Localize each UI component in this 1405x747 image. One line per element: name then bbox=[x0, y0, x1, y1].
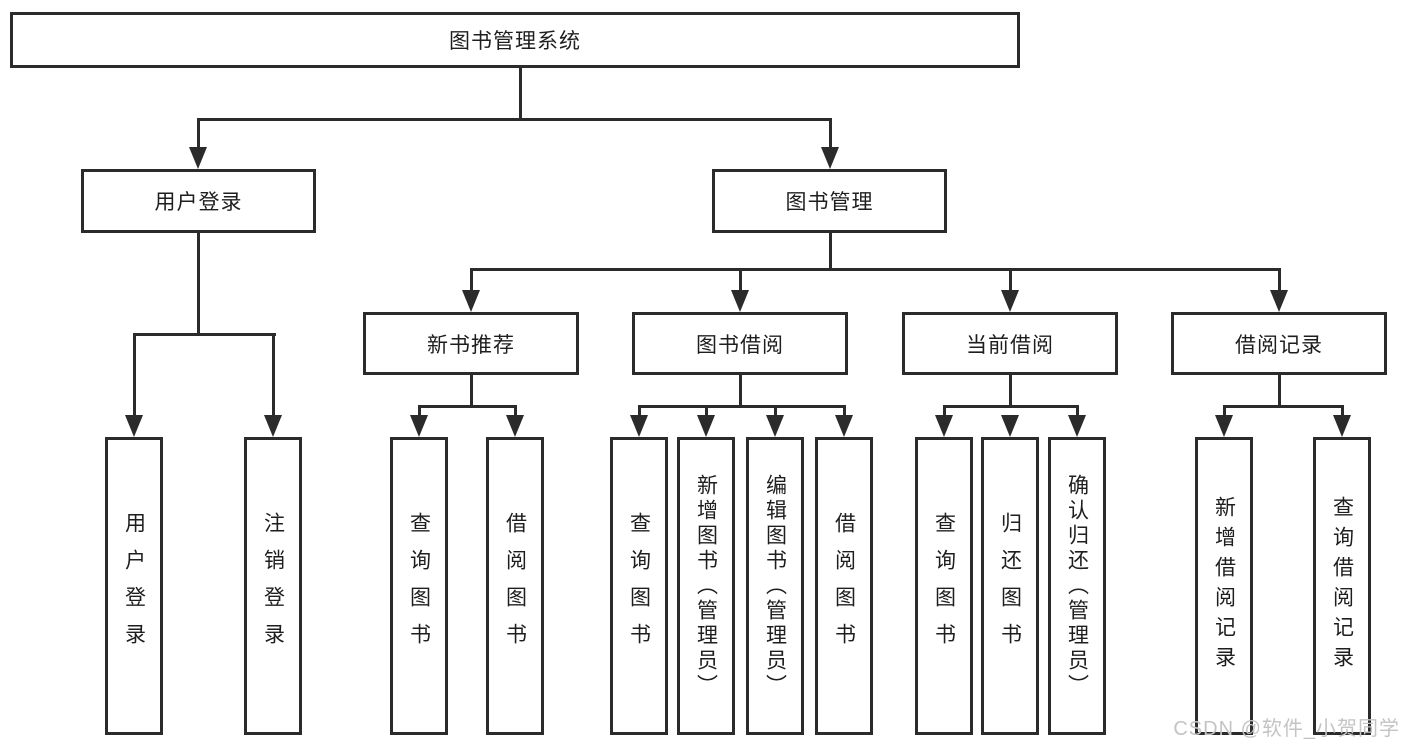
connector-line bbox=[197, 118, 200, 149]
arrow-down-icon bbox=[821, 147, 839, 169]
arrow-down-icon bbox=[731, 290, 749, 312]
connector-line bbox=[1009, 372, 1012, 408]
connector-line bbox=[1278, 268, 1281, 292]
connector-line bbox=[1076, 405, 1079, 417]
node-book-mgmt: 图书管理 bbox=[712, 169, 947, 233]
arrow-down-icon bbox=[1001, 290, 1019, 312]
arrow-down-icon bbox=[1001, 415, 1019, 437]
leaf-nb-borrow-books: 借阅图书 bbox=[486, 437, 544, 735]
connector-line bbox=[829, 118, 832, 149]
leaf-logout-label: 注销登录 bbox=[261, 512, 285, 660]
node-borrow-records: 借阅记录 bbox=[1171, 312, 1387, 375]
leaf-cb-confirm-return-admin-label: 确认归还（管理员） bbox=[1065, 473, 1089, 699]
node-new-book-rec: 新书推荐 bbox=[363, 312, 579, 375]
connector-line bbox=[739, 268, 742, 292]
leaf-rec-add-borrow-record-label: 新增借阅记录 bbox=[1212, 496, 1236, 676]
leaf-cb-return-books: 归还图书 bbox=[981, 437, 1039, 735]
leaf-bb-borrow-books-label: 借阅图书 bbox=[832, 512, 856, 660]
connector-line bbox=[1223, 405, 1226, 417]
csdn-watermark: CSDN @软件_小贺同学 bbox=[1173, 718, 1400, 740]
connector-line bbox=[133, 333, 276, 336]
arrow-down-icon bbox=[189, 147, 207, 169]
arrow-down-icon bbox=[697, 415, 715, 437]
connector-line bbox=[470, 268, 473, 292]
connector-line bbox=[739, 372, 742, 408]
connector-line bbox=[470, 372, 473, 408]
connector-line bbox=[829, 230, 832, 271]
arrow-down-icon bbox=[125, 415, 143, 437]
arrow-down-icon bbox=[1068, 415, 1086, 437]
arrow-down-icon bbox=[766, 415, 784, 437]
arrow-down-icon bbox=[410, 415, 428, 437]
leaf-logout: 注销登录 bbox=[244, 437, 302, 735]
arrow-down-icon bbox=[1333, 415, 1351, 437]
arrow-down-icon bbox=[462, 290, 480, 312]
connector-line bbox=[197, 230, 200, 336]
leaf-user-login: 用户登录 bbox=[105, 437, 163, 735]
leaf-user-login-label: 用户登录 bbox=[122, 512, 146, 660]
connector-line bbox=[272, 333, 275, 417]
node-current-borrow: 当前借阅 bbox=[902, 312, 1118, 375]
connector-line bbox=[1009, 268, 1012, 292]
node-book-borrow: 图书借阅 bbox=[632, 312, 848, 375]
connector-line bbox=[943, 405, 1079, 408]
leaf-bb-query-books-label: 查询图书 bbox=[627, 512, 651, 660]
node-current-borrow-label: 当前借阅 bbox=[966, 333, 1054, 357]
connector-line bbox=[843, 405, 846, 417]
connector-line bbox=[470, 268, 1281, 271]
leaf-cb-return-books-label: 归还图书 bbox=[998, 512, 1022, 660]
connector-line bbox=[1341, 405, 1344, 417]
leaf-cb-query-books-label: 查询图书 bbox=[932, 512, 956, 660]
arrow-down-icon bbox=[506, 415, 524, 437]
leaf-rec-query-borrow-record: 查询借阅记录 bbox=[1313, 437, 1371, 735]
connector-line bbox=[418, 405, 517, 408]
arrow-down-icon bbox=[1215, 415, 1233, 437]
arrow-down-icon bbox=[1270, 290, 1288, 312]
leaf-nb-borrow-books-label: 借阅图书 bbox=[503, 512, 527, 660]
arrow-down-icon bbox=[835, 415, 853, 437]
leaf-bb-add-books-admin-label: 新增图书（管理员） bbox=[694, 473, 718, 699]
connector-line bbox=[514, 405, 517, 417]
arrow-down-icon bbox=[935, 415, 953, 437]
leaf-bb-edit-books-admin: 编辑图书（管理员） bbox=[746, 437, 804, 735]
connector-line bbox=[943, 405, 946, 417]
leaf-rec-add-borrow-record: 新增借阅记录 bbox=[1195, 437, 1253, 735]
connector-line bbox=[197, 118, 832, 121]
node-borrow-records-label: 借阅记录 bbox=[1235, 333, 1323, 357]
connector-line bbox=[1223, 405, 1344, 408]
connector-line bbox=[519, 65, 522, 121]
leaf-nb-query-books-label: 查询图书 bbox=[407, 512, 431, 660]
node-new-book-rec-label: 新书推荐 bbox=[427, 333, 515, 357]
node-root-label: 图书管理系统 bbox=[449, 30, 581, 53]
connector-line bbox=[133, 333, 136, 417]
leaf-cb-query-books: 查询图书 bbox=[915, 437, 973, 735]
leaf-bb-query-books: 查询图书 bbox=[610, 437, 668, 735]
node-book-borrow-label: 图书借阅 bbox=[696, 333, 784, 357]
connector-line bbox=[418, 405, 421, 417]
node-user-login-label: 用户登录 bbox=[154, 191, 243, 214]
leaf-bb-edit-books-admin-label: 编辑图书（管理员） bbox=[763, 473, 787, 699]
connector-line bbox=[774, 405, 777, 417]
leaf-bb-add-books-admin: 新增图书（管理员） bbox=[677, 437, 735, 735]
node-user-login: 用户登录 bbox=[81, 169, 316, 233]
connector-line bbox=[638, 405, 846, 408]
connector-line bbox=[1278, 372, 1281, 408]
leaf-rec-query-borrow-record-label: 查询借阅记录 bbox=[1330, 496, 1354, 676]
leaf-bb-borrow-books: 借阅图书 bbox=[815, 437, 873, 735]
arrow-down-icon bbox=[630, 415, 648, 437]
connector-line bbox=[638, 405, 641, 417]
connector-line bbox=[705, 405, 708, 417]
node-root: 图书管理系统 bbox=[10, 12, 1020, 68]
node-book-mgmt-label: 图书管理 bbox=[785, 191, 874, 214]
arrow-down-icon bbox=[264, 415, 282, 437]
leaf-cb-confirm-return-admin: 确认归还（管理员） bbox=[1048, 437, 1106, 735]
leaf-nb-query-books: 查询图书 bbox=[390, 437, 448, 735]
